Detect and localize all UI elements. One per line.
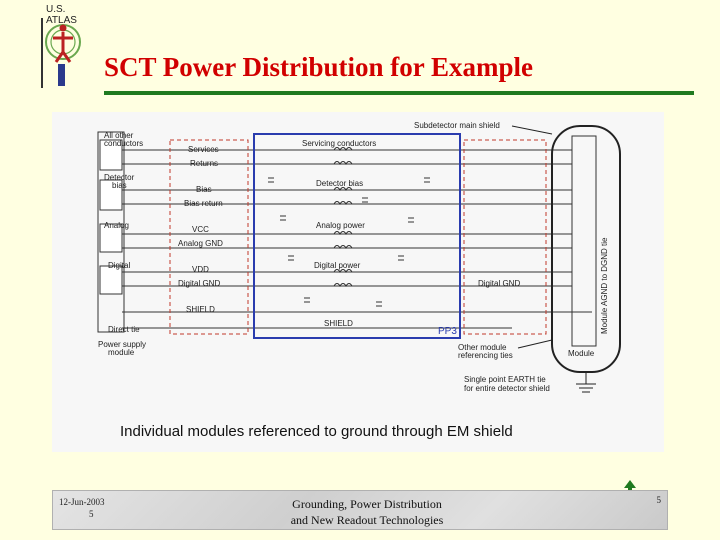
- subdetector-shield: [551, 125, 621, 373]
- diagram-svg: All other conductors Detector bias Analo…: [97, 121, 621, 440]
- label-analog-gnd: Analog GND: [178, 239, 223, 248]
- footer-page: 5: [656, 495, 662, 505]
- pp3-box: [253, 133, 461, 339]
- label-other-module: Other module: [458, 343, 507, 352]
- title-rule: [104, 91, 694, 95]
- earth-ground-icon: [576, 372, 596, 393]
- label-servicing-conductors: Servicing conductors: [302, 139, 376, 148]
- label-entire-shield: for entire detector shield: [464, 384, 550, 393]
- label-bias: bias: [112, 181, 127, 190]
- footer-title-line-2: and New Readout Technologies: [290, 513, 444, 527]
- label-module-right: Module: [568, 349, 595, 358]
- footer-date: 12-Jun-2003: [59, 497, 105, 507]
- label-digital: Digital: [108, 261, 130, 270]
- arrow-other-module: [517, 339, 553, 349]
- label-vcc: VCC: [192, 225, 209, 234]
- label-shield-center: SHIELD: [324, 319, 353, 328]
- label-detector: Detector: [104, 173, 135, 182]
- label-shield: SHIELD: [186, 305, 215, 314]
- label-line-bias: Bias: [196, 185, 212, 194]
- power-supply-frame: [97, 131, 125, 333]
- label-services: Services: [188, 145, 219, 154]
- label-digital-power: Digital power: [314, 261, 361, 270]
- footer-title-line-1: Grounding, Power Distribution: [292, 497, 442, 511]
- footer-slide-number: 5: [89, 509, 94, 519]
- conductor-lines: [122, 149, 592, 329]
- label-pp3: PP3: [438, 326, 457, 337]
- label-vdd: VDD: [192, 265, 209, 274]
- slide-title: SCT Power Distribution for Example: [104, 52, 534, 82]
- power-distribution-diagram: All other conductors Detector bias Analo…: [52, 112, 664, 452]
- label-referencing-ties: referencing ties: [458, 351, 513, 360]
- label-digital-gnd: Digital GND: [178, 279, 220, 288]
- power-supply-boxes: [99, 139, 123, 295]
- label-module: module: [108, 348, 135, 357]
- filter-components: [268, 147, 430, 307]
- label-returns: Returns: [190, 159, 218, 168]
- module-box: [571, 135, 597, 347]
- logo-divider: [41, 18, 43, 88]
- logo-text: U.S. ATLAS: [46, 4, 77, 26]
- label-module-tie: Module AGND to DGND tie: [600, 237, 609, 334]
- label-power-supply: Power supply: [98, 340, 146, 349]
- slide-footer: 12-Jun-2003 5 Grounding, Power Distribut…: [52, 490, 668, 530]
- atlas-figure-icon: [45, 24, 81, 86]
- label-direct-tie: Direct tie: [108, 325, 140, 334]
- navigation-arrow-icon[interactable]: [622, 480, 638, 494]
- label-digital-gnd-right: Digital GND: [478, 279, 520, 288]
- us-atlas-logo: U.S. ATLAS: [40, 4, 90, 88]
- right-dashed-box: [463, 139, 547, 335]
- label-bias-return: Bias return: [184, 199, 223, 208]
- label-subdetector-shield: Subdetector main shield: [414, 121, 500, 130]
- label-conductors: conductors: [104, 139, 143, 148]
- label-analog-power: Analog power: [316, 221, 365, 230]
- left-dashed-box: [169, 139, 249, 335]
- arrow-subdetector: [511, 125, 553, 135]
- label-detector-bias-center: Detector bias: [316, 179, 363, 188]
- footer-title: Grounding, Power Distribution and New Re…: [267, 496, 467, 528]
- label-all-other: All other: [104, 131, 134, 140]
- label-earth-tie: Single point EARTH tie: [464, 375, 546, 384]
- diagram-caption: Individual modules referenced to ground …: [120, 423, 513, 440]
- label-analog: Analog: [104, 221, 129, 230]
